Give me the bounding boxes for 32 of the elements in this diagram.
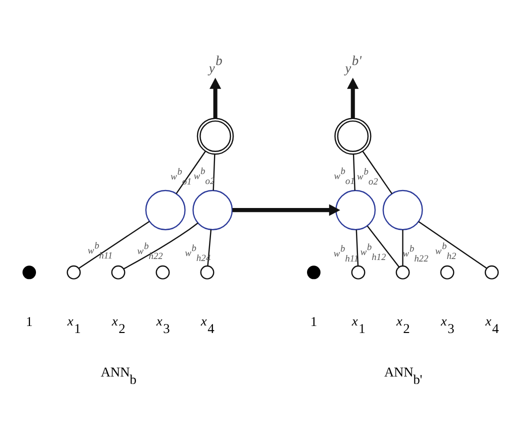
node-circle: [200, 264, 214, 279]
node-circle: [351, 264, 366, 279]
connector: [123, 222, 198, 269]
connector: [418, 220, 488, 268]
node-circle: [22, 265, 36, 279]
connector: [78, 220, 150, 268]
node-circle: [440, 264, 454, 279]
node-circle: [192, 189, 233, 230]
arrow: [232, 204, 340, 216]
node-circle: [111, 264, 126, 279]
node-circle: [145, 189, 186, 230]
arrow: [210, 77, 222, 118]
connector: [356, 229, 359, 266]
node-circle: [307, 265, 320, 279]
connector: [402, 229, 404, 266]
connector: [366, 225, 400, 267]
connector: [212, 154, 216, 190]
node-circle: [396, 264, 410, 279]
connector: [176, 150, 206, 194]
connector: [207, 229, 212, 266]
arrow: [347, 77, 359, 118]
node-circle: [196, 117, 234, 154]
node-circle: [156, 264, 170, 279]
connector: [352, 154, 356, 190]
node-circle: [334, 117, 372, 154]
connector: [362, 150, 392, 194]
node-label: 1: [26, 314, 33, 329]
node-label: 1: [310, 314, 318, 329]
node-circle: [484, 264, 499, 279]
node-circle: [335, 189, 376, 230]
node-circle: [66, 264, 81, 279]
node-circle: [382, 189, 423, 230]
